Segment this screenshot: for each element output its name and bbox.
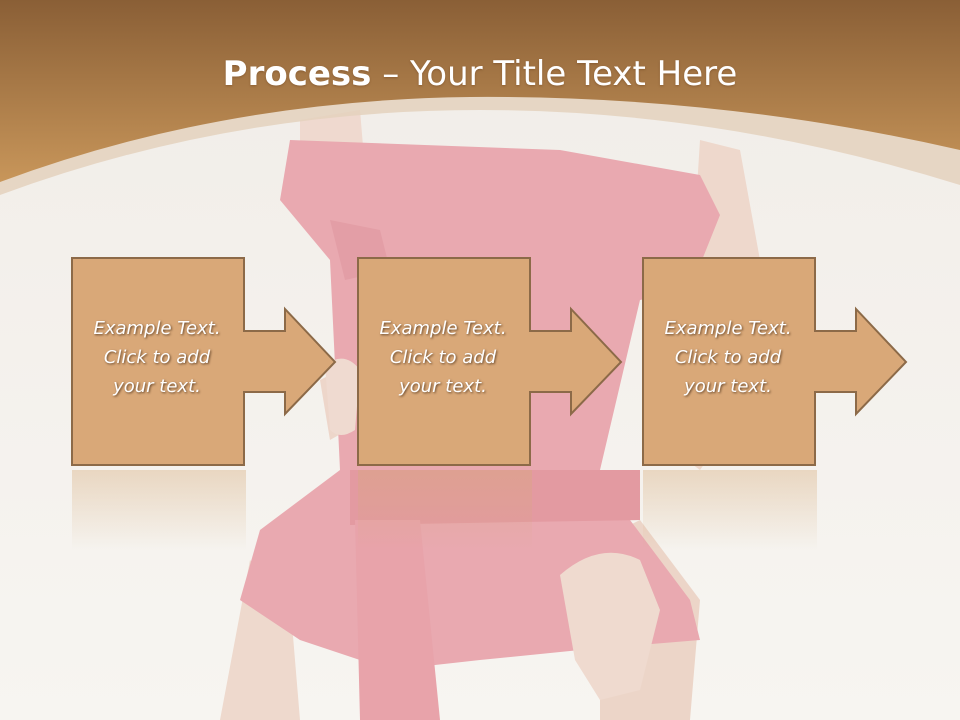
step-line: Example Text.	[664, 318, 792, 339]
process-step-1[interactable]: Example Text. Click to add your text.	[70, 256, 340, 468]
arrow-box-shape	[357, 257, 623, 466]
step-line: Click to add	[103, 347, 211, 368]
step-text: Example Text. Click to add your text.	[643, 314, 813, 401]
step-reflection	[72, 470, 246, 550]
step-line: your text.	[113, 376, 201, 397]
slide-title[interactable]: Process – Your Title Text Here	[0, 52, 960, 96]
title-text: Your Title Text Here	[410, 54, 738, 94]
step-text: Example Text. Click to add your text.	[72, 314, 242, 401]
arrow-box-shape	[71, 257, 337, 466]
step-line: Example Text.	[93, 318, 221, 339]
header-band	[0, 0, 960, 195]
arrow-box-shape	[642, 257, 908, 466]
process-step-2[interactable]: Example Text. Click to add your text.	[356, 256, 626, 468]
process-step-3[interactable]: Example Text. Click to add your text.	[641, 256, 911, 468]
step-line: Click to add	[389, 347, 497, 368]
step-reflection	[358, 470, 532, 550]
step-text: Example Text. Click to add your text.	[358, 314, 528, 401]
step-line: Click to add	[674, 347, 782, 368]
step-line: Example Text.	[379, 318, 507, 339]
title-bold: Process	[222, 54, 372, 94]
step-line: your text.	[684, 376, 772, 397]
title-separator: –	[371, 54, 411, 94]
step-line: your text.	[399, 376, 487, 397]
step-reflection	[643, 470, 817, 550]
